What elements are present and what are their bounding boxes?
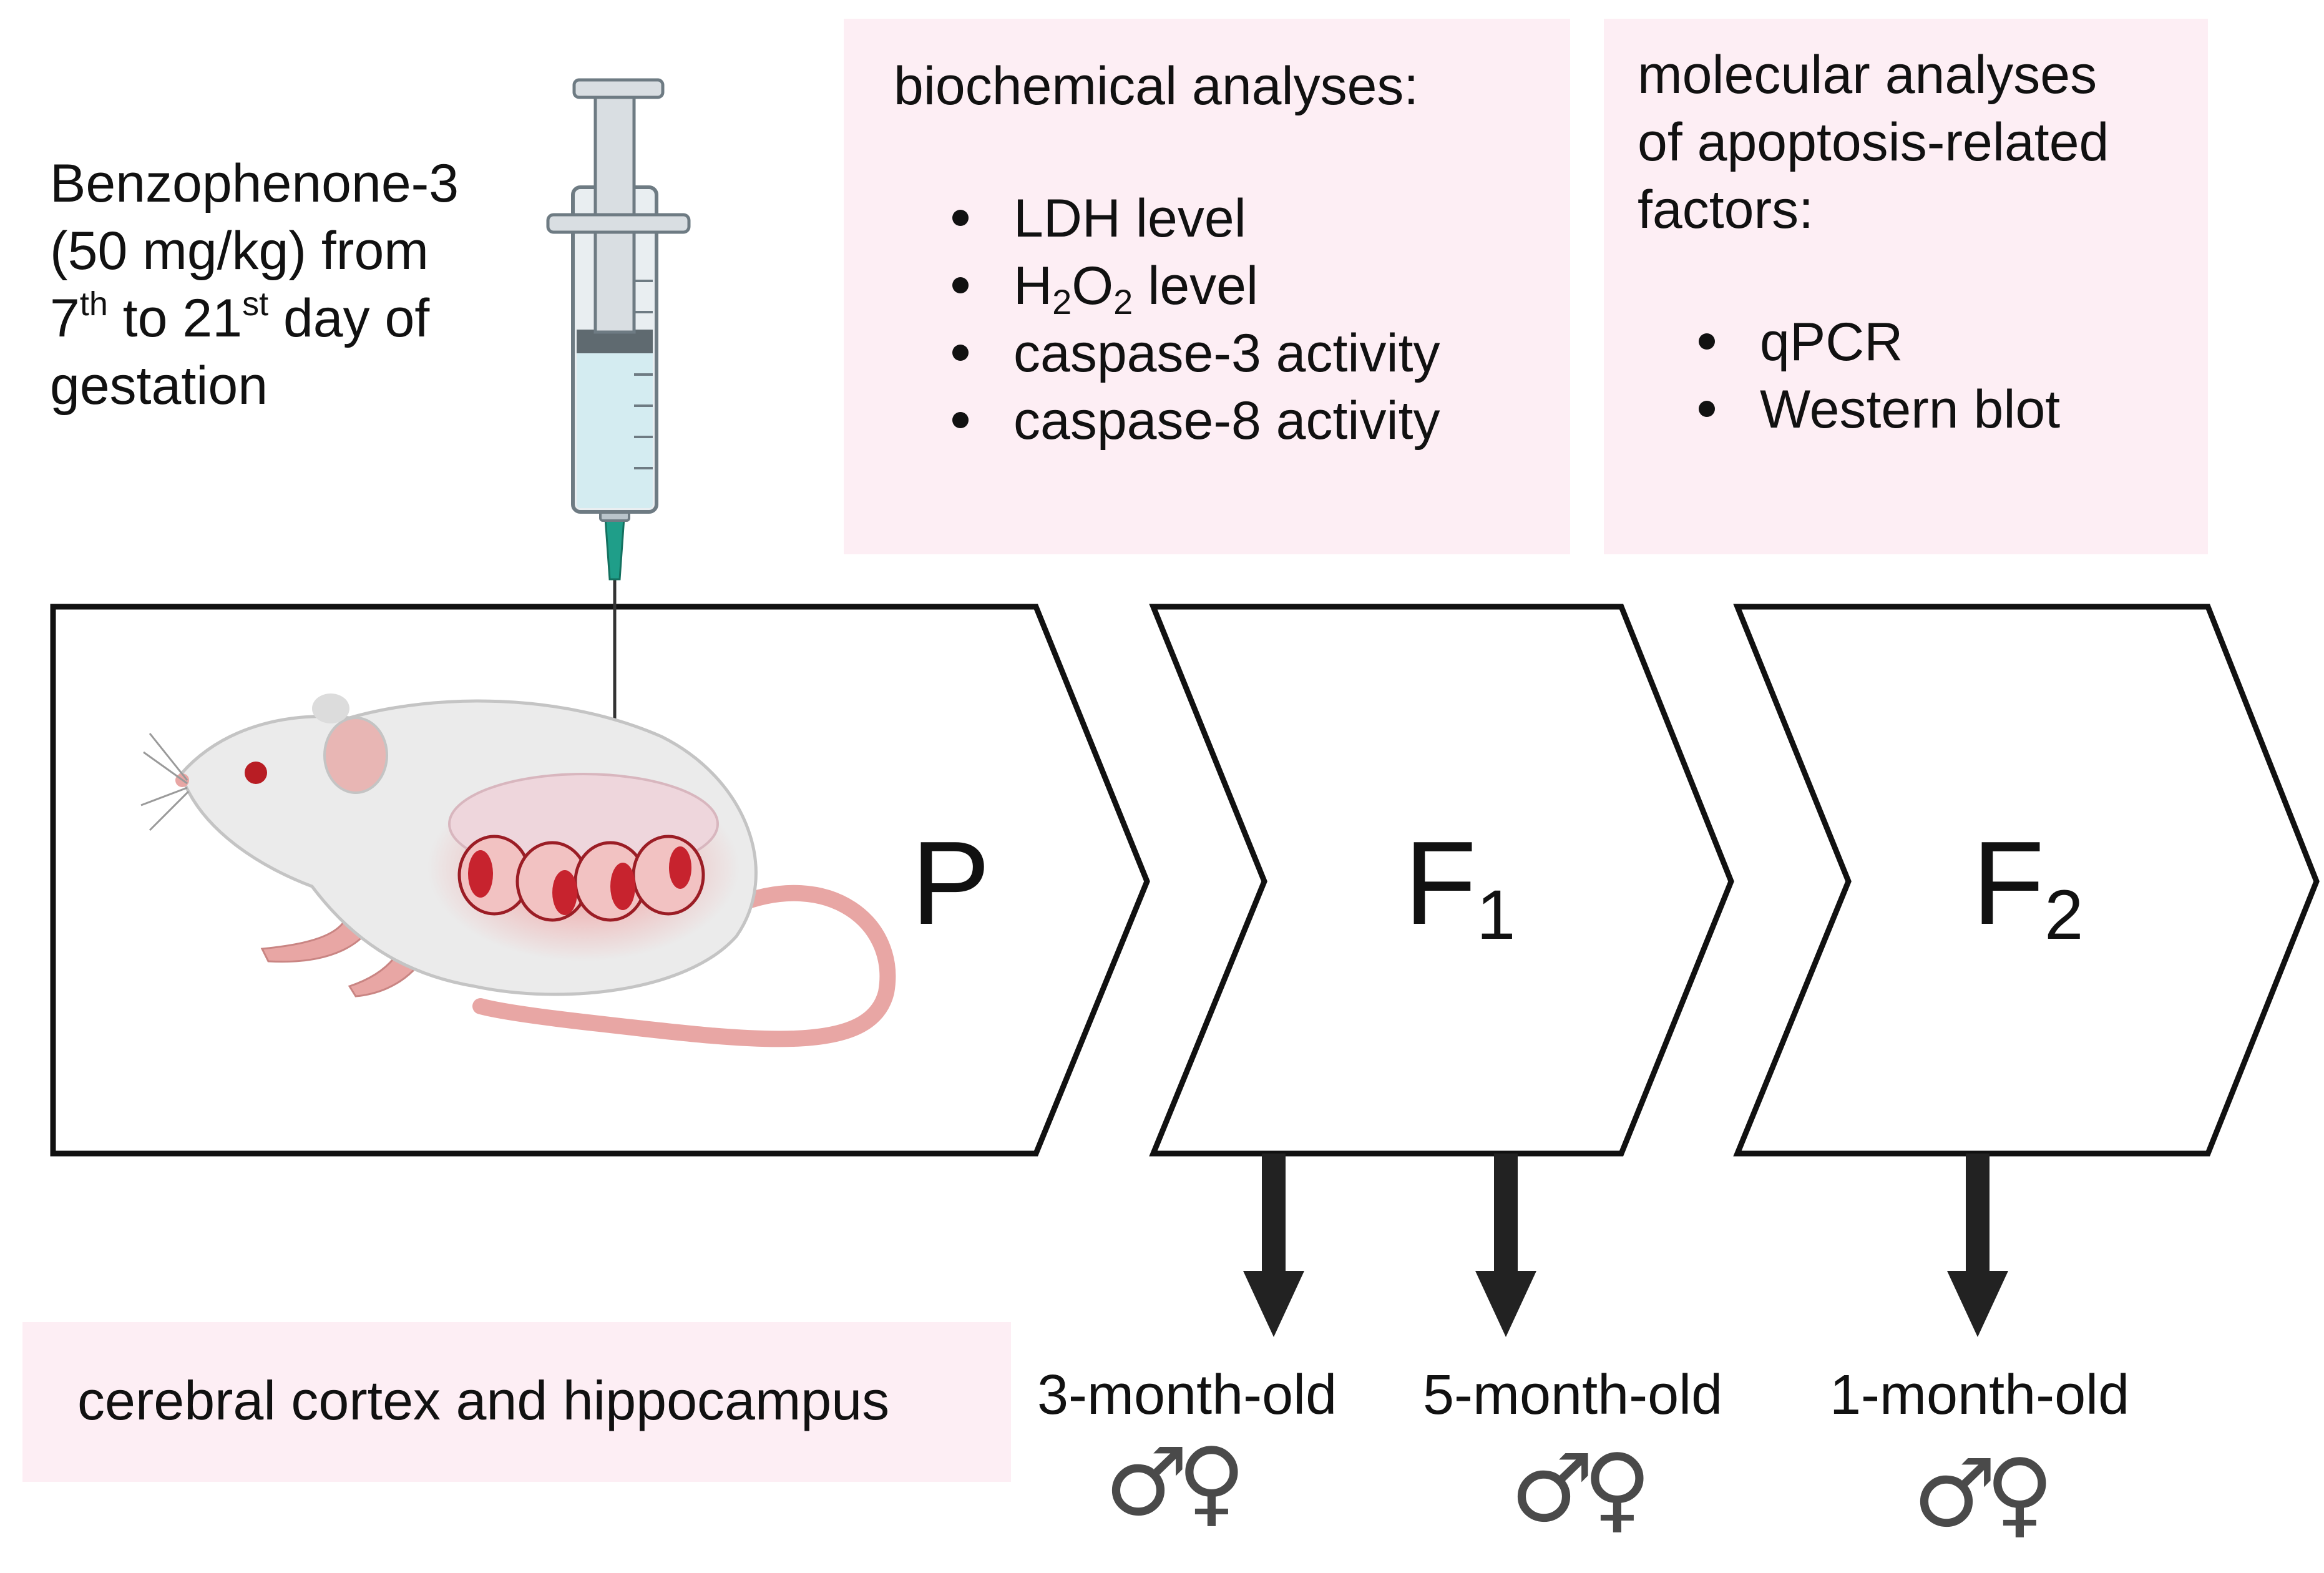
sex-symbols-5-month: ♂♀ [1510,1434,1651,1543]
list-item-qpcr: qPCR [1695,308,2060,376]
arrow-f1-3month [1243,1154,1304,1337]
pregnant-mouse-illustration [140,693,896,1047]
molecular-title-line-3: factors: [1638,180,1814,240]
h2o2-o: O [1072,256,1114,316]
f2-subscript: 2 [2044,876,2084,954]
generation-f1-label: F1 [1404,824,1515,974]
dose-line-4: gestation [50,356,268,416]
biochemical-list: LDH level H2O2 level caspase-3 activity … [949,185,1440,454]
f1-letter: F [1404,817,1477,949]
molecular-title-line-1: molecular analyses [1638,45,2097,105]
syringe-icon [546,78,691,749]
dose-start-suffix: th [79,285,108,323]
chevron-f2 [1733,604,2320,1157]
age-3-month: 3-month-old [1037,1364,1337,1426]
generation-f2-label: F2 [1972,824,2083,974]
tissue-box [22,1322,1011,1482]
list-item-h2o2: H2O2 level [949,252,1440,320]
dose-line-1: Benzophenone-3 [50,154,459,213]
f1-subscript: 1 [1477,876,1516,954]
dose-description: Benzophenone-3 (50 mg/kg) from 7th to 21… [50,150,524,419]
molecular-title: molecular analyses of apoptosis-related … [1638,41,2109,243]
sex-symbols-3-month: ♂♀ [1105,1428,1246,1537]
h2o2-h: H [1013,256,1053,316]
molecular-title-line-2: of apoptosis-related [1638,112,2109,172]
dose-line-2: (50 mg/kg) from [50,221,429,281]
dose-line-3: 7th to 21st day of [50,285,524,352]
arrow-f2-1month [1947,1154,2008,1337]
age-5-month: 5-month-old [1423,1364,1723,1426]
chevron-f1 [1149,604,1734,1157]
molecular-list: qPCR Western blot [1695,308,2060,443]
biochemical-title: biochemical analyses: [894,56,1419,116]
list-item-caspase-8: caspase-8 activity [949,387,1440,454]
arrow-f1-5month [1475,1154,1536,1337]
h2o2-level: level [1133,256,1259,316]
h2o2-sub-1: 2 [1052,282,1072,321]
generation-p-label: P [911,817,990,949]
f2-letter: F [1972,817,2045,949]
list-item-ldh: LDH level [949,185,1440,252]
dose-day-of: day of [268,288,430,348]
dose-start-day: 7 [50,288,80,348]
sex-symbols-1-month: ♂♀ [1913,1439,2054,1548]
age-1-month: 1-month-old [1830,1364,2130,1426]
molecular-analyses-box [1604,19,2208,554]
list-item-caspase-3: caspase-3 activity [949,320,1440,387]
h2o2-sub-2: 2 [1113,282,1133,321]
list-item-western-blot: Western blot [1695,376,2060,443]
tissue-label: cerebral cortex and hippocampus [77,1370,890,1431]
dose-end-day: to 21 [107,288,243,348]
dose-end-suffix: st [242,285,269,323]
